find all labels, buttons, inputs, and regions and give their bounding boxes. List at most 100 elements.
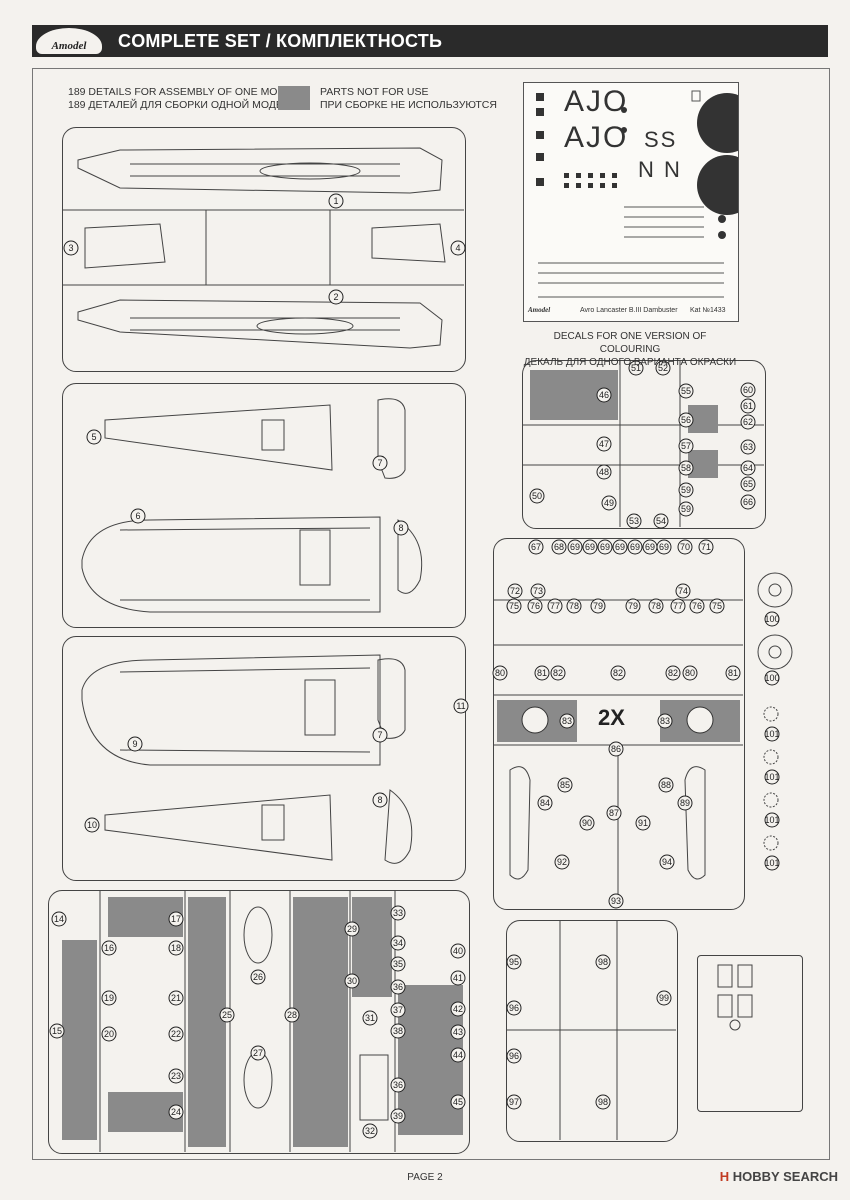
callout-53: 53 xyxy=(629,516,639,526)
stabilizer-left xyxy=(84,223,166,269)
sprue-gear-parts xyxy=(506,920,678,1142)
logo-text: Amodel xyxy=(51,40,87,52)
wing-panel-upper-left xyxy=(81,654,381,766)
unused-parts-swatch xyxy=(278,86,310,110)
callout-80a: 80 xyxy=(495,668,505,678)
callout-61: 61 xyxy=(743,401,753,411)
gear-leg-89 xyxy=(684,766,706,880)
photoetch-fret xyxy=(697,955,803,1112)
callout-73: 73 xyxy=(533,586,543,596)
decal-code-1: AJO xyxy=(564,85,629,118)
callout-71: 71 xyxy=(701,542,711,552)
callout-83b: 83 xyxy=(660,716,670,726)
page-title: COMPLETE SET / КОМПЛЕКТНОСТЬ xyxy=(118,31,443,51)
callout-16: 16 xyxy=(104,943,114,953)
callout-2: 2 xyxy=(333,292,338,302)
callout-97: 97 xyxy=(509,1097,519,1107)
callout-77a: 77 xyxy=(550,601,560,611)
nacelle-part-8-lower xyxy=(384,789,413,864)
callout-83a: 83 xyxy=(562,716,572,726)
callout-4: 4 xyxy=(455,243,460,253)
callout-101d: 101 xyxy=(764,858,779,868)
callout-75a: 75 xyxy=(509,601,519,611)
callout-69g: 69 xyxy=(659,542,669,552)
callout-50: 50 xyxy=(532,491,542,501)
callout-32: 32 xyxy=(365,1126,375,1136)
stabilizer-right xyxy=(371,223,446,263)
parts-frame xyxy=(32,68,830,1160)
callout-8a: 8 xyxy=(398,523,403,533)
callout-62: 62 xyxy=(743,417,753,427)
callout-69d: 69 xyxy=(615,542,625,552)
callout-65: 65 xyxy=(743,479,753,489)
watermark-text: HOBBY SEARCH xyxy=(732,1169,838,1184)
unused-parts-ru: ПРИ СБОРКЕ НЕ ИСПОЛЬЗУЮТСЯ xyxy=(320,99,497,111)
callout-75b: 75 xyxy=(712,601,722,611)
callout-100a: 100 xyxy=(764,614,779,624)
callout-54: 54 xyxy=(656,516,666,526)
amodel-logo: Amodel xyxy=(36,28,102,54)
callout-98a: 98 xyxy=(598,957,608,967)
unused-part-58 xyxy=(688,450,718,478)
unused-parts-en: PARTS NOT FOR USE xyxy=(320,86,429,98)
callout-3: 3 xyxy=(68,243,73,253)
callout-59b: 59 xyxy=(681,504,691,514)
sprue-fuselage xyxy=(62,127,466,372)
fuselage-half-bottom xyxy=(77,299,443,349)
watermark: H HOBBY SEARCH xyxy=(720,1169,838,1184)
wing-panel-lower-right xyxy=(81,516,381,613)
callout-49: 49 xyxy=(604,498,614,508)
callout-38: 38 xyxy=(393,1026,403,1036)
callout-56: 56 xyxy=(681,415,691,425)
callout-86: 86 xyxy=(611,744,621,754)
part-callout-labels: 1 2 3 4 5 6 7 8 9 10 7 8 11 46 47 48 50 … xyxy=(52,196,780,1136)
callout-33: 33 xyxy=(393,908,403,918)
callout-19: 19 xyxy=(104,993,114,1003)
callout-74: 74 xyxy=(678,586,688,596)
decal-kat-number: Kat №1433 xyxy=(690,307,726,314)
callout-96a: 96 xyxy=(509,1003,519,1013)
callout-95: 95 xyxy=(509,957,519,967)
callout-52: 52 xyxy=(658,363,668,373)
callout-6: 6 xyxy=(135,511,140,521)
fuselage-half-top xyxy=(77,147,443,194)
callout-26: 26 xyxy=(253,972,263,982)
unused-part-25 xyxy=(188,897,226,1147)
decal-caption-en: DECALS FOR ONE VERSION OF COLOURING xyxy=(553,331,707,355)
callout-44: 44 xyxy=(453,1050,463,1060)
callout-88: 88 xyxy=(661,780,671,790)
page-number: PAGE 2 xyxy=(407,1172,443,1183)
gear-leg-84 xyxy=(509,766,531,880)
callout-79b: 79 xyxy=(628,601,638,611)
callout-8b: 8 xyxy=(377,795,382,805)
callout-5: 5 xyxy=(91,432,96,442)
callout-94: 94 xyxy=(662,857,672,867)
callout-77b: 77 xyxy=(673,601,683,611)
callout-85: 85 xyxy=(560,780,570,790)
wing-panel-upper-right xyxy=(104,404,333,471)
unused-part-28 xyxy=(293,897,348,1147)
callout-72: 72 xyxy=(510,586,520,596)
sprue-small-parts xyxy=(48,890,470,1154)
callout-84: 84 xyxy=(540,798,550,808)
callout-9: 9 xyxy=(132,739,137,749)
sprue-quantity-label: 2X xyxy=(598,705,625,730)
decal-code-4: N N xyxy=(638,157,682,182)
callout-36b: 36 xyxy=(393,1080,403,1090)
callout-91: 91 xyxy=(638,818,648,828)
decal-code-3: SS xyxy=(644,127,678,152)
callout-80b: 80 xyxy=(685,668,695,678)
sprue-wing-left xyxy=(62,636,466,881)
callout-41: 41 xyxy=(453,973,463,983)
callout-22: 22 xyxy=(171,1029,181,1039)
callout-24: 24 xyxy=(171,1107,181,1117)
callout-78a: 78 xyxy=(569,601,579,611)
callout-82a: 82 xyxy=(553,668,563,678)
callout-100b: 100 xyxy=(764,673,779,683)
nacelle-part-8-upper xyxy=(397,519,423,594)
details-count: 189 DETAILS FOR ASSEMBLY OF ONE MODEL 18… xyxy=(68,86,298,112)
callout-17: 17 xyxy=(171,914,181,924)
callout-64: 64 xyxy=(743,463,753,473)
decal-caption: DECALS FOR ONE VERSION OF COLOURING ДЕКА… xyxy=(523,330,737,369)
part-callouts xyxy=(49,193,780,1139)
